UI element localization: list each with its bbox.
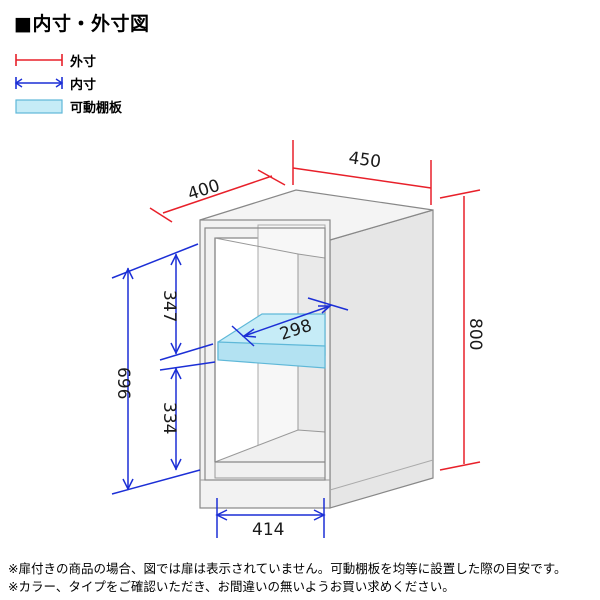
inner-height-total-label: 696 [113,367,133,399]
legend-inner-label: 内寸 [70,77,97,93]
legend-shelf-label: 可動棚板 [70,100,123,116]
cabinet [199,189,434,509]
cabinet-plinth-side-line [329,459,434,491]
inner-width-dimension [215,498,326,538]
outer-width-dimension [292,140,432,205]
legend-outer-label: 外寸 [70,54,97,70]
legend-outer: 外寸 [14,50,122,70]
page-title: ■内寸・外寸図 [14,13,150,35]
outer-height-dimension [439,189,481,471]
shelf-front [217,341,326,369]
cabinet-side-face [329,209,434,509]
inner-height-total-dimension [111,243,201,495]
outer-depth-label: 400 [185,176,222,205]
note-line: ※扉付きの商品の場合、図では扉は表示されていません。可動棚板を均等に設置した際の… [8,561,567,576]
inner-width-label: 414 [252,520,284,540]
outer-width-label: 450 [347,148,382,172]
legend-inner: 内寸 [14,73,122,93]
cabinet-interior-ceiling-edge [214,237,299,255]
legend: 外寸 内寸 可動棚板 [14,50,122,119]
inner-dimension-line-icon [14,77,64,89]
notes: ※扉付きの商品の場合、図では扉は表示されていません。可動棚板を均等に設置した際の… [8,560,566,596]
outer-depth-dimension [149,169,286,223]
outer-dimension-line-icon [15,54,63,66]
inner-height-upper-dimension [159,253,214,361]
note-line: ※カラー、タイプをご確認いただき、お間違いの無いようお買い求めください。 [8,579,455,594]
shelf-depth-dimension [231,297,349,347]
inner-height-lower-dimension [159,361,216,471]
inner-height-lower-label: 334 [159,402,179,434]
shelf [217,313,326,369]
inner-height-upper-label: 347 [159,290,179,322]
legend-shelf: 可動棚板 [14,96,122,116]
outer-height-label: 800 [465,318,485,350]
shelf-swatch-icon [15,99,63,114]
